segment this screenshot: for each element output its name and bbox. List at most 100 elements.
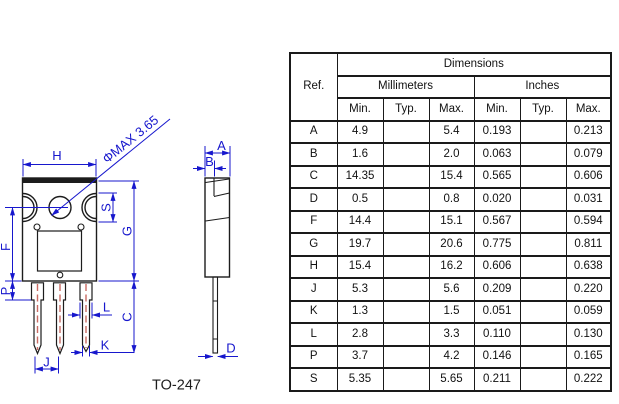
value-cell: 5.65 (428, 367, 475, 391)
value-cell: 0.565 (473, 164, 521, 189)
right-pilot-hole (77, 223, 85, 231)
ref-cell: P (289, 344, 338, 369)
bottom-pilot-hole (56, 271, 64, 279)
value-cell: 3.7 (336, 344, 384, 369)
value-cell: 0.775 (473, 232, 521, 256)
value-cell (519, 254, 567, 279)
value-cell (519, 142, 567, 166)
ref-cell: A (289, 119, 338, 144)
value-cell: 5.35 (336, 367, 384, 391)
sub-header-cell: Max. (565, 97, 612, 121)
dim-label-A: A (217, 138, 226, 153)
value-cell: 14.35 (336, 164, 384, 189)
ref-cell: S (289, 367, 338, 391)
value-cell (519, 322, 567, 346)
dim-label-J: J (43, 355, 50, 370)
value-cell (382, 299, 430, 324)
value-cell (382, 187, 430, 211)
value-cell: 1.5 (428, 299, 475, 324)
value-cell (382, 254, 430, 279)
value-cell: 0.079 (565, 142, 612, 166)
dim-label-P: P (0, 287, 13, 296)
value-cell: 0.110 (473, 322, 521, 346)
die-pad-window (36, 230, 83, 272)
value-cell: 0.020 (473, 187, 521, 211)
value-cell: 0.051 (473, 299, 521, 324)
package-body (21, 177, 98, 282)
value-cell (382, 322, 430, 346)
dim-label-L: L (103, 300, 110, 315)
value-cell: 0.165 (565, 344, 612, 369)
value-cell: 15.1 (428, 209, 475, 234)
ref-cell: F (289, 209, 338, 234)
value-cell: 0.130 (565, 322, 612, 346)
value-cell: 1.6 (336, 142, 384, 166)
package-name-label: TO-247 (152, 378, 201, 394)
value-cell: 3.3 (428, 322, 475, 346)
package-outline-drawing: H ΦMAX 3.65 F P G C S L K J A B D TO-247 (0, 112, 238, 394)
millimeters-header-cell: Millimeters (336, 74, 475, 99)
dim-label-C: C (120, 312, 135, 321)
value-cell: 0.222 (565, 367, 612, 391)
value-cell (519, 209, 567, 234)
value-cell: 0.031 (565, 187, 612, 211)
value-cell: 0.146 (473, 344, 521, 369)
value-cell: 19.7 (336, 232, 384, 256)
dim-label-G: G (120, 226, 135, 236)
dim-label-D: D (226, 341, 235, 356)
ref-cell: J (289, 277, 338, 301)
sub-header-cell: Typ. (519, 97, 567, 121)
dimension-labels: H ΦMAX 3.65 F P G C S L K J A B D TO-247 (0, 112, 236, 393)
sub-header-cell: Min. (473, 97, 521, 121)
value-cell: 15.4 (336, 254, 384, 279)
right-notch-icon (81, 192, 97, 223)
table-title-cell: Dimensions (336, 52, 612, 76)
value-cell: 15.4 (428, 164, 475, 189)
ref-cell: H (289, 254, 338, 279)
value-cell: 0.811 (565, 232, 612, 256)
value-cell: 4.2 (428, 344, 475, 369)
value-cell: 0.063 (473, 142, 521, 166)
value-cell (519, 232, 567, 256)
side-body (204, 177, 231, 278)
ref-cell: C (289, 164, 338, 189)
dimension-table-head: Ref. Dimensions Millimeters Inches Min. … (289, 52, 612, 121)
sub-header-cell: Max. (428, 97, 475, 121)
value-cell (382, 119, 430, 144)
front-view (21, 177, 98, 356)
ref-cell: K (289, 299, 338, 324)
value-cell: 0.594 (565, 209, 612, 234)
value-cell: 0.606 (565, 164, 612, 189)
value-cell (382, 232, 430, 256)
value-cell: 0.638 (565, 254, 612, 279)
hole-note-label: ΦMAX 3.65 (99, 112, 161, 166)
dim-label-F: F (0, 243, 13, 251)
value-cell: 0.211 (473, 367, 521, 391)
value-cell: 0.059 (565, 299, 612, 324)
value-cell (382, 142, 430, 166)
value-cell (382, 277, 430, 301)
value-cell (519, 187, 567, 211)
value-cell (382, 164, 430, 189)
value-cell: 2.0 (428, 142, 475, 166)
ref-header-cell: Ref. (289, 52, 338, 121)
sub-header-cell: Typ. (382, 97, 430, 121)
value-cell: 1.3 (336, 299, 384, 324)
dim-label-H: H (52, 148, 61, 163)
value-cell: 0.220 (565, 277, 612, 301)
value-cell (519, 367, 567, 391)
value-cell: 0.209 (473, 277, 521, 301)
hole-leader-line (51, 118, 171, 216)
value-cell: 16.2 (428, 254, 475, 279)
